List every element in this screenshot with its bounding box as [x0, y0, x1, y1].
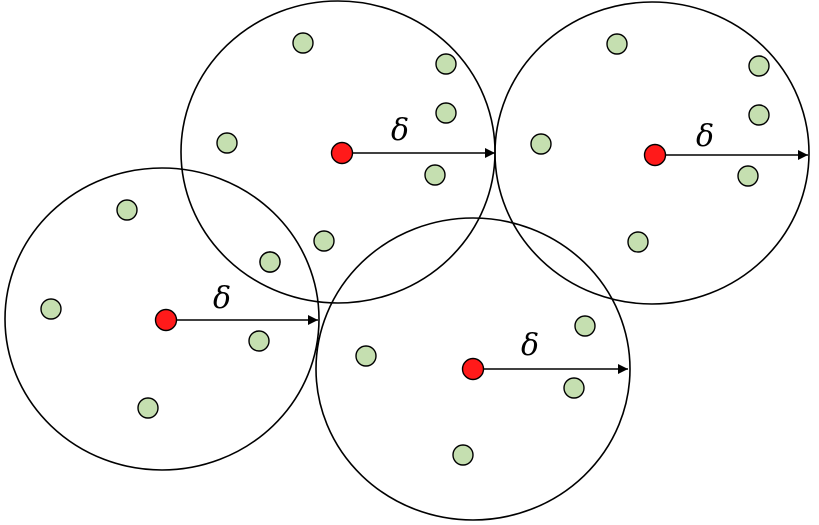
- member-point-top-right-2: [748, 55, 770, 77]
- radius-label-bottom: δ: [521, 328, 539, 363]
- neighborhood-circle-bottom: [315, 217, 631, 521]
- member-point-top-right-3: [748, 104, 770, 126]
- radius-label-left: δ: [213, 281, 231, 316]
- member-point-top-right-5: [737, 165, 759, 187]
- radius-label-top-right: δ: [696, 119, 714, 154]
- radius-labels: δ δ δ δ: [213, 113, 714, 363]
- member-point-left-2: [259, 251, 281, 273]
- radius-label-top-left: δ: [391, 113, 409, 148]
- neighborhood-boundaries: [4, 0, 810, 521]
- member-point-bottom-4: [452, 444, 474, 466]
- member-point-top-right-4: [530, 133, 552, 155]
- member-point-top-right-1: [606, 33, 628, 55]
- member-point-top-left-4: [216, 132, 238, 154]
- radius-arrows: [166, 148, 808, 374]
- member-point-bottom-3: [563, 377, 585, 399]
- center-point-top-left: [330, 141, 354, 165]
- member-point-bottom-1: [574, 315, 596, 337]
- member-points: [40, 32, 770, 466]
- member-point-left-5: [137, 397, 159, 419]
- center-points: [154, 141, 667, 381]
- member-point-top-right-6: [627, 231, 649, 253]
- center-point-top-right: [643, 143, 667, 167]
- member-point-left-3: [40, 298, 62, 320]
- center-point-bottom: [461, 357, 485, 381]
- member-point-top-left-2: [435, 53, 457, 75]
- member-point-left-4: [248, 330, 270, 352]
- center-point-left: [154, 308, 178, 332]
- neighborhood-circle-left: [4, 167, 320, 471]
- member-point-top-left-1: [292, 32, 314, 54]
- member-point-bottom-2: [355, 345, 377, 367]
- member-point-top-left-6: [313, 230, 335, 252]
- member-point-top-left-3: [435, 102, 457, 124]
- member-point-left-1: [116, 199, 138, 221]
- member-point-top-left-5: [424, 164, 446, 186]
